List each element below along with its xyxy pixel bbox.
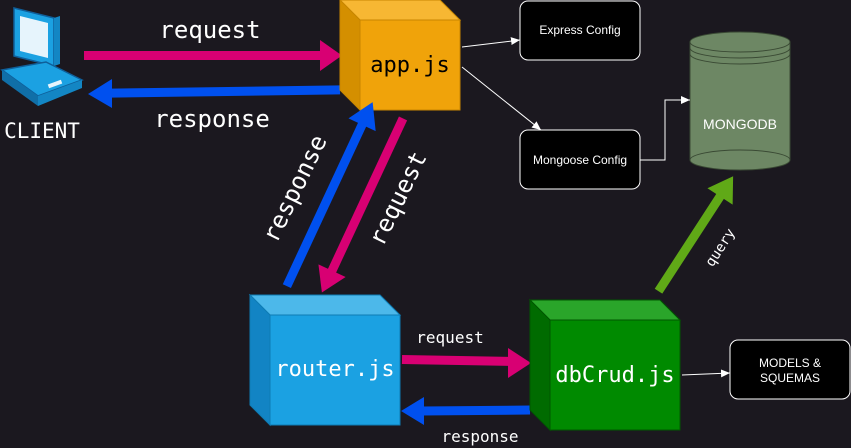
connector-dbcrud-to-models [681, 369, 731, 378]
arrow-dbcrud-to-router [401, 397, 531, 425]
models-label-line1: MODELS & [759, 356, 821, 370]
models-schemas-node [729, 339, 851, 400]
arrow-router-to-dbcrud [401, 348, 531, 378]
models-label-line2: SQUEMAS [760, 371, 820, 385]
mongodb-label: MONGODB [703, 116, 777, 132]
router-js-node [248, 293, 402, 427]
client-computer-icon [0, 7, 84, 106]
express-config-node [519, 0, 641, 61]
client-label: CLIENT [4, 119, 80, 143]
dbcrud-js-label: dbCrud.js [555, 363, 674, 388]
arrow-router-to-app-label: response [257, 130, 333, 246]
mongoose-config-label: Mongoose Config [533, 153, 627, 167]
app-js-node [339, 0, 462, 112]
arrow-app-to-client-label: response [154, 105, 270, 133]
connector-app-to-mongoose [461, 66, 542, 131]
connector-mongoose-to-mongodb [640, 96, 690, 161]
arrow-router-to-app [282, 102, 376, 289]
app-js-label: app.js [370, 53, 449, 78]
arrow-dbcrud-to-mongodb-label: query [702, 226, 738, 270]
arrow-app-to-router [318, 116, 408, 293]
router-js-label: router.js [275, 357, 394, 382]
mongodb-node [689, 31, 791, 171]
arrow-app-to-client [88, 79, 341, 108]
dbcrud-js-node [528, 298, 682, 432]
arrow-dbcrud-to-router-label: response [441, 427, 518, 446]
connector-app-to-express [461, 37, 521, 48]
arrow-client-to-app [84, 40, 342, 71]
arrow-client-to-app-label: request [159, 16, 260, 44]
arrow-app-to-router-label: request [363, 147, 433, 250]
arrow-router-to-dbcrud-label: request [416, 328, 483, 347]
express-config-label: Express Config [539, 23, 620, 37]
arrow-dbcrud-to-mongodb [654, 176, 734, 294]
